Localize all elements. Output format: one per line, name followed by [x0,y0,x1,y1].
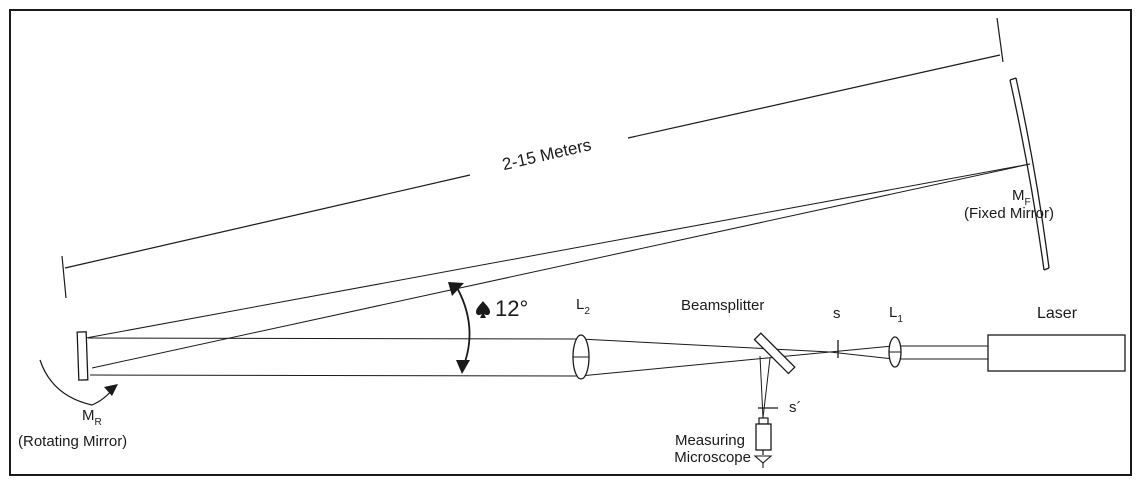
beam-to-microscope-b [762,357,771,419]
lens-l1-label: L1 [889,304,903,325]
fixed-mirror-label: MF [1012,187,1031,208]
microscope-label-line2: Microscope [674,449,751,466]
beam-bottom-horizontal [89,374,581,377]
rotating-mirror-caption: (Rotating Mirror) [18,433,127,450]
measuring-microscope [755,417,772,455]
rotating-mirror [76,331,89,381]
fixed-mirror [1009,77,1050,271]
beam-return-from-fixed-mirror [91,163,1031,369]
fixed-mirror-caption: (Fixed Mirror) [964,205,1054,222]
beam-paths [85,163,1031,419]
microscope-label-line1: Measuring [675,432,745,449]
beam-converge-bottom [579,351,831,377]
beam-source-to-lens1-a [829,345,894,353]
beam-upper-to-fixed-mirror [85,163,1031,339]
rotation-arrow [39,359,118,406]
beamsplitter [753,332,796,375]
eye-icon [753,455,773,468]
laser-label: Laser [1037,305,1078,322]
beamsplitter-label: Beamsplitter [681,297,764,314]
rotating-mirror-label: MR [82,407,102,428]
image-s-prime-label: s´ [789,399,802,416]
distance-label: 2-15 Meters [500,135,593,174]
angle-label: 12° [495,296,528,321]
spade-icon [476,301,490,318]
diagram-frame [9,9,1132,476]
angle-arc [448,282,471,374]
source-s-label: s [833,305,841,322]
laser [987,334,1126,372]
beam-to-microscope-a [759,355,764,419]
beam-converge-top [579,338,831,353]
lens-l2-label: L2 [576,296,590,317]
beam-top-horizontal [87,337,581,340]
beam-source-to-lens1-b [829,351,894,360]
